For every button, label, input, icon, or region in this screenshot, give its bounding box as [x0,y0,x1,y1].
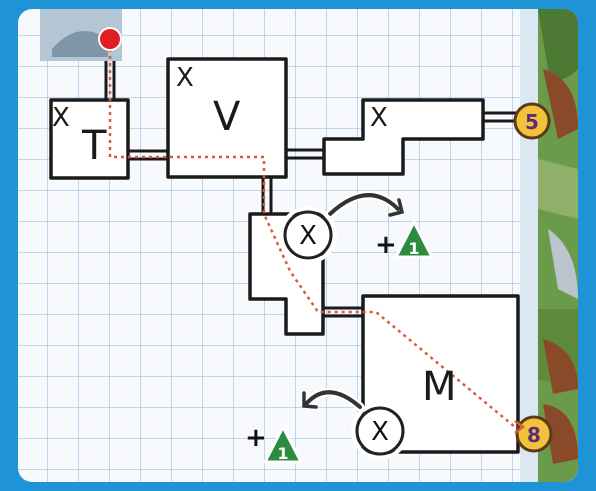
bonus-2-value: 1 [277,444,288,463]
game-board: X X + 1 + 1 5 8 X T X V X [18,9,578,482]
room-T-letter: T [82,123,106,169]
room-V-letter: V [213,94,240,140]
exit-token-5-value: 5 [525,110,539,134]
exit-token-8[interactable]: 8 [517,417,551,451]
bonus-1-plus: + [375,230,397,260]
room-right-mark: X [370,103,388,133]
crossed-circle-1[interactable]: X [281,208,335,262]
room-V-mark: X [176,63,194,93]
room-M-letter: M [422,364,457,410]
crossed-circle-2-label: X [371,417,389,447]
crossed-circle-2[interactable]: X [353,404,407,458]
scenery-strip [520,9,578,482]
exit-token-5[interactable]: 5 [515,104,549,138]
board-canvas: X X + 1 + 1 5 8 [18,9,578,482]
bonus-2-plus: + [245,423,267,453]
start-marker[interactable] [99,28,121,50]
crossed-circle-1-label: X [299,221,317,251]
bonus-1-value: 1 [408,239,419,258]
room-T-mark: X [52,103,70,133]
exit-token-8-value: 8 [527,423,541,447]
